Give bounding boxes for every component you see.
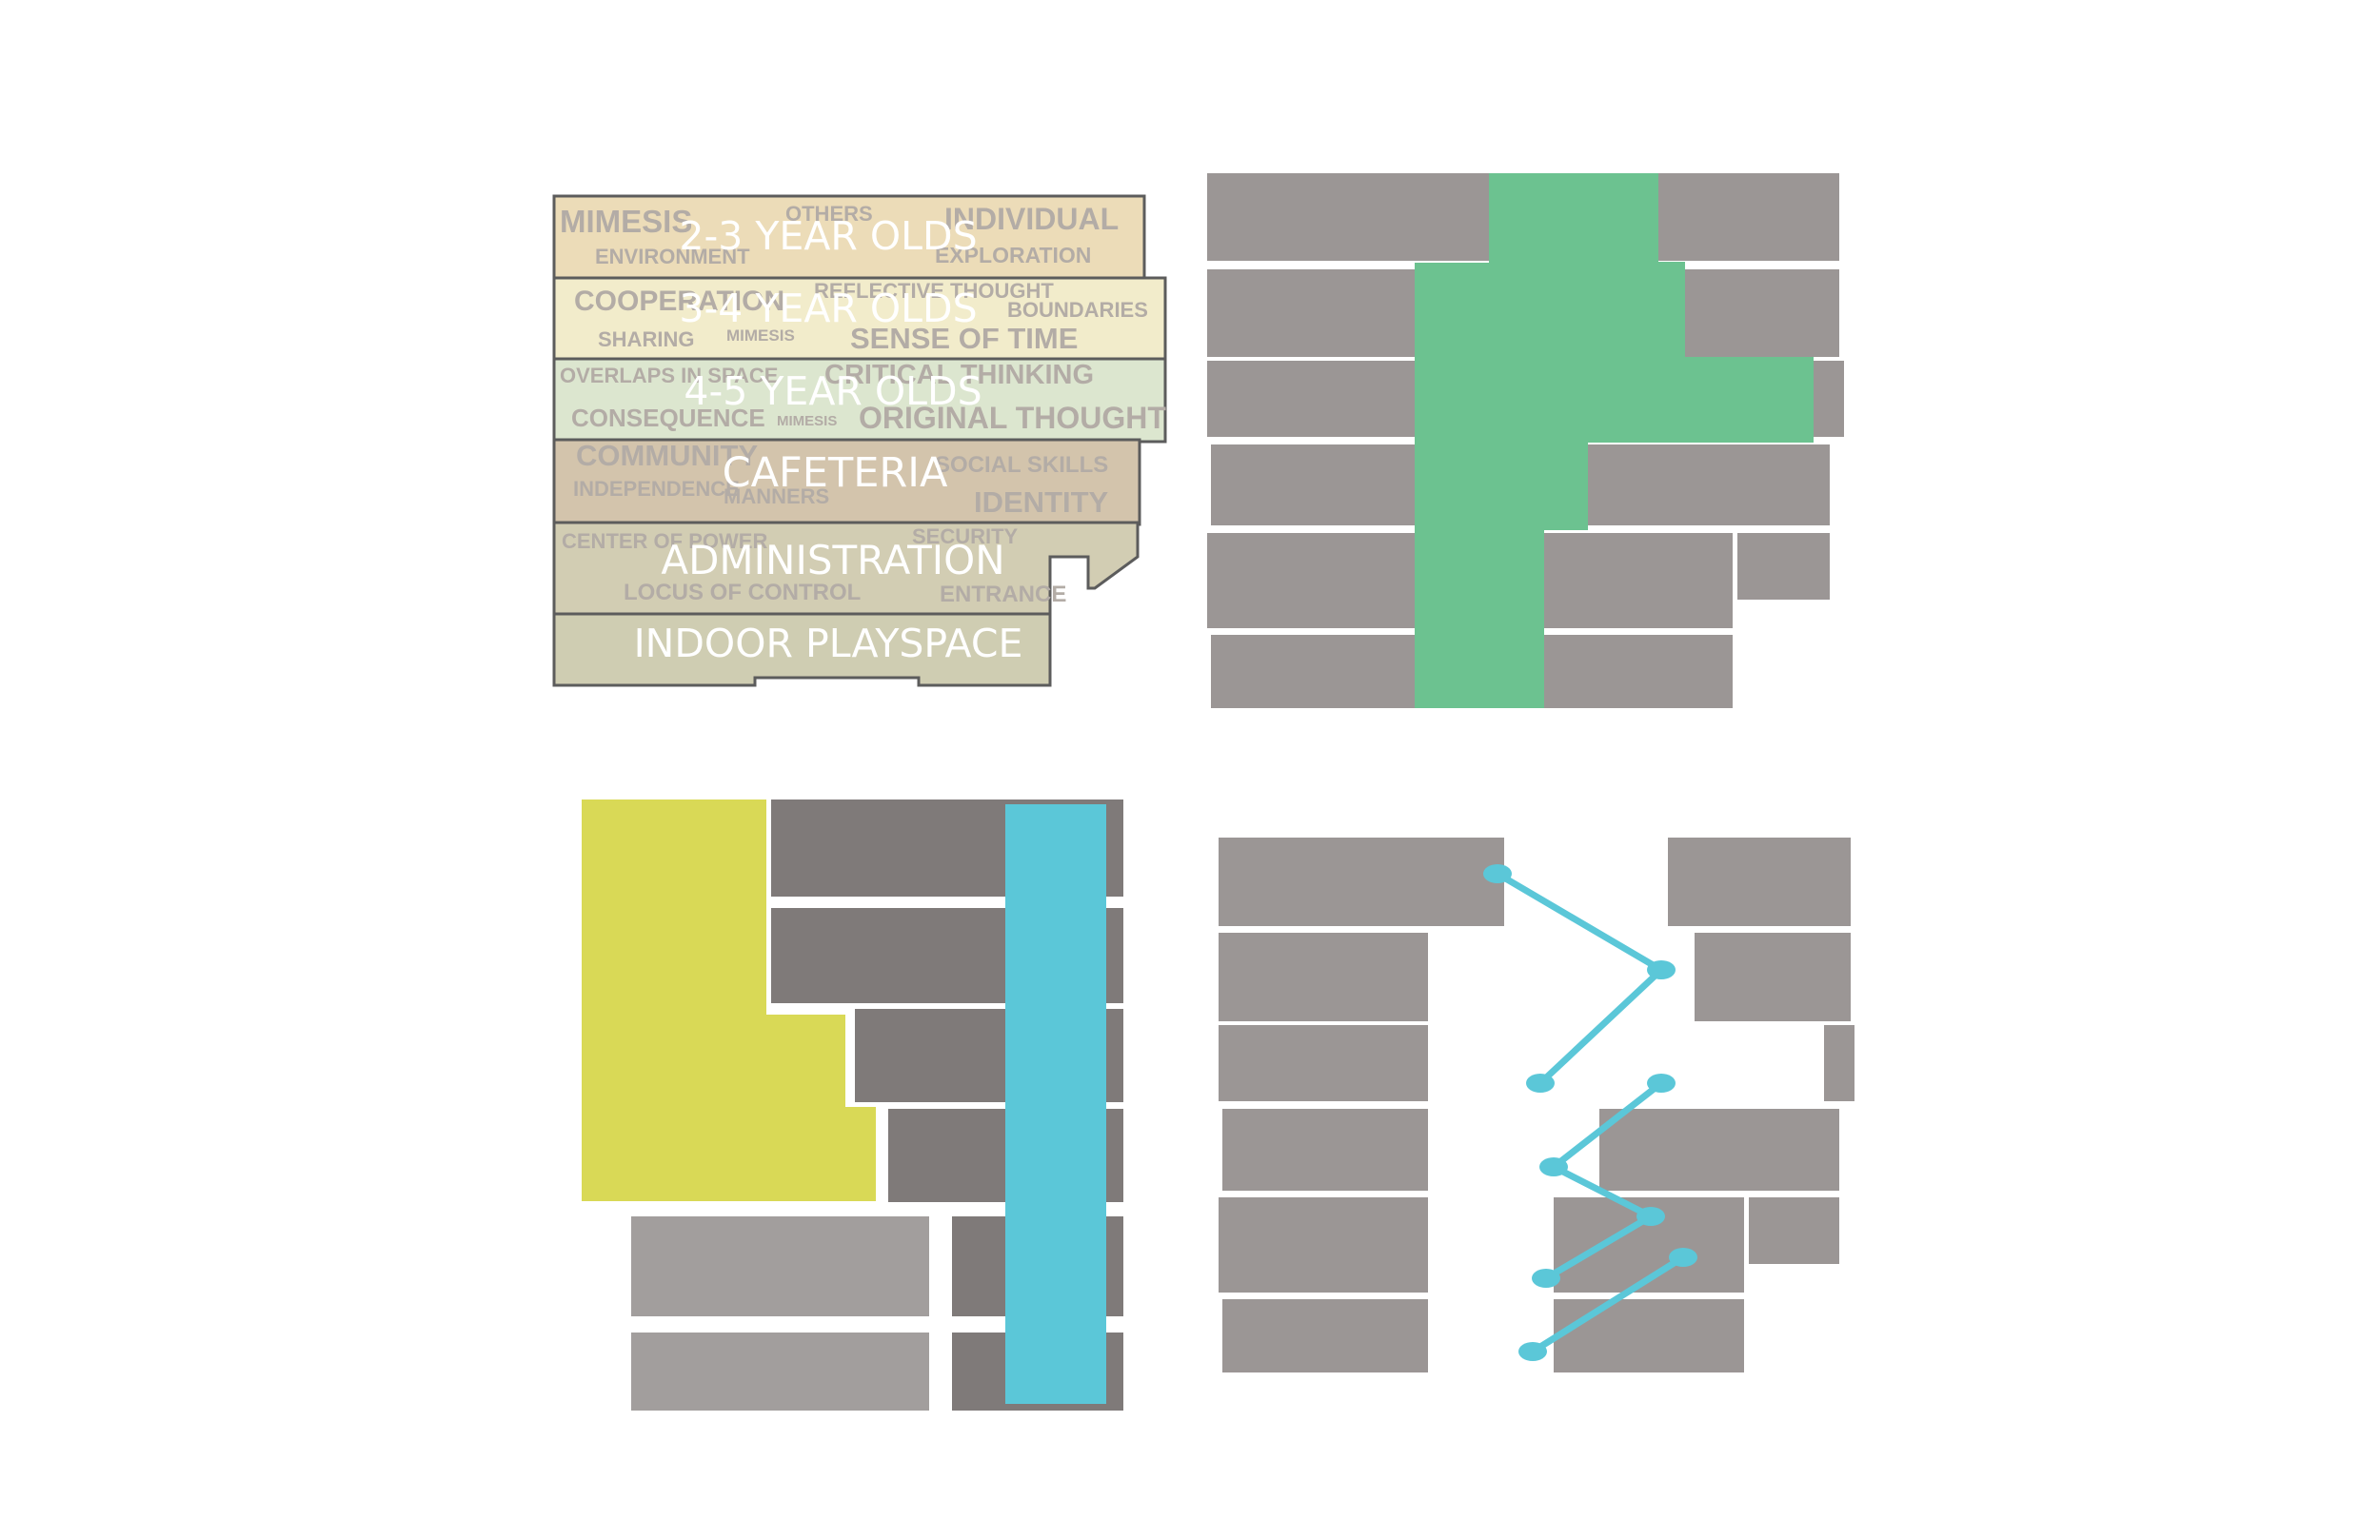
keyword: LOCUS OF CONTROL: [624, 580, 861, 605]
circulation-path: [1531, 1254, 1685, 1354]
building-block: [1683, 269, 1839, 357]
building-block: [1219, 838, 1504, 926]
band-label: 2-3 YEAR OLDS: [679, 213, 977, 259]
keyword: SECURITY: [912, 524, 1019, 548]
band-label: 4-5 YEAR OLDS: [684, 368, 982, 414]
circulation-node: [1647, 960, 1676, 979]
band-indoor-playspace: [552, 612, 1052, 687]
building-block: [1211, 635, 1415, 708]
keyword: ENTRANCE: [940, 582, 1066, 607]
circulation-node: [1669, 1248, 1697, 1267]
keyword: ENVIRONMENT: [595, 245, 750, 268]
building-block: [631, 1216, 929, 1316]
keyword: CRITICAL THINKING: [824, 360, 1094, 390]
band-label: 3-4 YEAR OLDS: [679, 286, 977, 331]
keyword: MANNERS: [724, 484, 829, 508]
building-block: [1219, 1197, 1428, 1293]
building-block: [1207, 269, 1415, 357]
building-block: [1695, 933, 1851, 1021]
building-block: [1599, 1109, 1839, 1191]
keyword: OVERLAPS IN SPACE: [560, 364, 778, 387]
keyword: EXPLORATION: [935, 243, 1091, 267]
keyword: SENSE OF TIME: [850, 322, 1078, 355]
building-block: [1211, 444, 1415, 525]
building-block: [1588, 444, 1830, 525]
band-3-4-year-olds: [552, 276, 1167, 363]
circulation-node: [1532, 1269, 1560, 1288]
building-block: [1814, 361, 1844, 437]
circulation-node: [1518, 1342, 1547, 1361]
band-2-3-year-olds: [552, 194, 1146, 282]
circulation-node: [1539, 1157, 1568, 1176]
building-block: [1219, 933, 1428, 1021]
building-block: [1554, 1299, 1744, 1372]
keyword: REFLECTIVE THOUGHT: [814, 279, 1054, 303]
building-block: [1658, 173, 1839, 261]
zones-diagram: [582, 800, 1123, 1411]
band-label: INDOOR PLAYSPACE: [634, 621, 1023, 666]
outdoor-zone-yellow: [582, 800, 876, 1201]
building-block: [631, 1333, 929, 1411]
keyword: INDEPENDENCE: [573, 477, 740, 501]
building-block: [1544, 635, 1733, 708]
band-label: CAFETERIA: [723, 449, 948, 497]
keyword: BOUNDARIES: [1007, 298, 1148, 322]
courtyard-green-space: [1415, 173, 1814, 708]
building-block: [1544, 533, 1733, 628]
band-4-5-year-olds: [552, 357, 1167, 444]
building-block: [1668, 838, 1851, 926]
building-block: [1222, 1109, 1428, 1191]
circulation-path: [1496, 870, 1665, 1086]
building-block: [1824, 1025, 1854, 1101]
keyword: ORIGINAL THOUGHT: [859, 401, 1166, 435]
courtyard-diagram: [1207, 173, 1844, 708]
circulation-node: [1483, 864, 1512, 883]
building-block: [1222, 1299, 1428, 1372]
building-block: [1219, 1025, 1428, 1101]
keyword: MIMESIS: [560, 204, 692, 239]
building-block: [1207, 533, 1415, 628]
keyword: SOCIAL SKILLS: [935, 452, 1108, 478]
circulation-node: [1636, 1207, 1665, 1226]
keyword: INDIVIDUAL: [944, 202, 1119, 236]
band-label: ADMINISTRATION: [661, 537, 1004, 583]
circulation-path: [1544, 1080, 1664, 1282]
keyword: SHARING: [598, 327, 694, 351]
keyword: COMMUNITY: [576, 439, 758, 472]
building-block: [1207, 361, 1415, 437]
program-stack-diagram: MIMESIS OTHERS INDIVIDUAL ENVIRONMENT EX…: [552, 194, 1167, 687]
building-block: [1737, 533, 1830, 600]
keyword: CENTER OF POWER: [562, 529, 767, 553]
band-cafeteria: [552, 438, 1141, 526]
circulation-diagram: [1219, 838, 1854, 1372]
building-block: [1749, 1197, 1839, 1264]
keyword: MIMESIS: [726, 326, 795, 345]
keyword: MIMESIS: [777, 413, 837, 429]
keyword: CONSEQUENCE: [571, 404, 765, 432]
circulation-node: [1647, 1074, 1676, 1093]
circulation-node: [1526, 1074, 1555, 1093]
circulation-spine-blue: [1005, 804, 1106, 1404]
building-block: [1207, 173, 1489, 261]
keyword: IDENTITY: [974, 485, 1109, 519]
keyword: COOPERATION: [574, 286, 784, 317]
keyword: OTHERS: [785, 202, 873, 226]
